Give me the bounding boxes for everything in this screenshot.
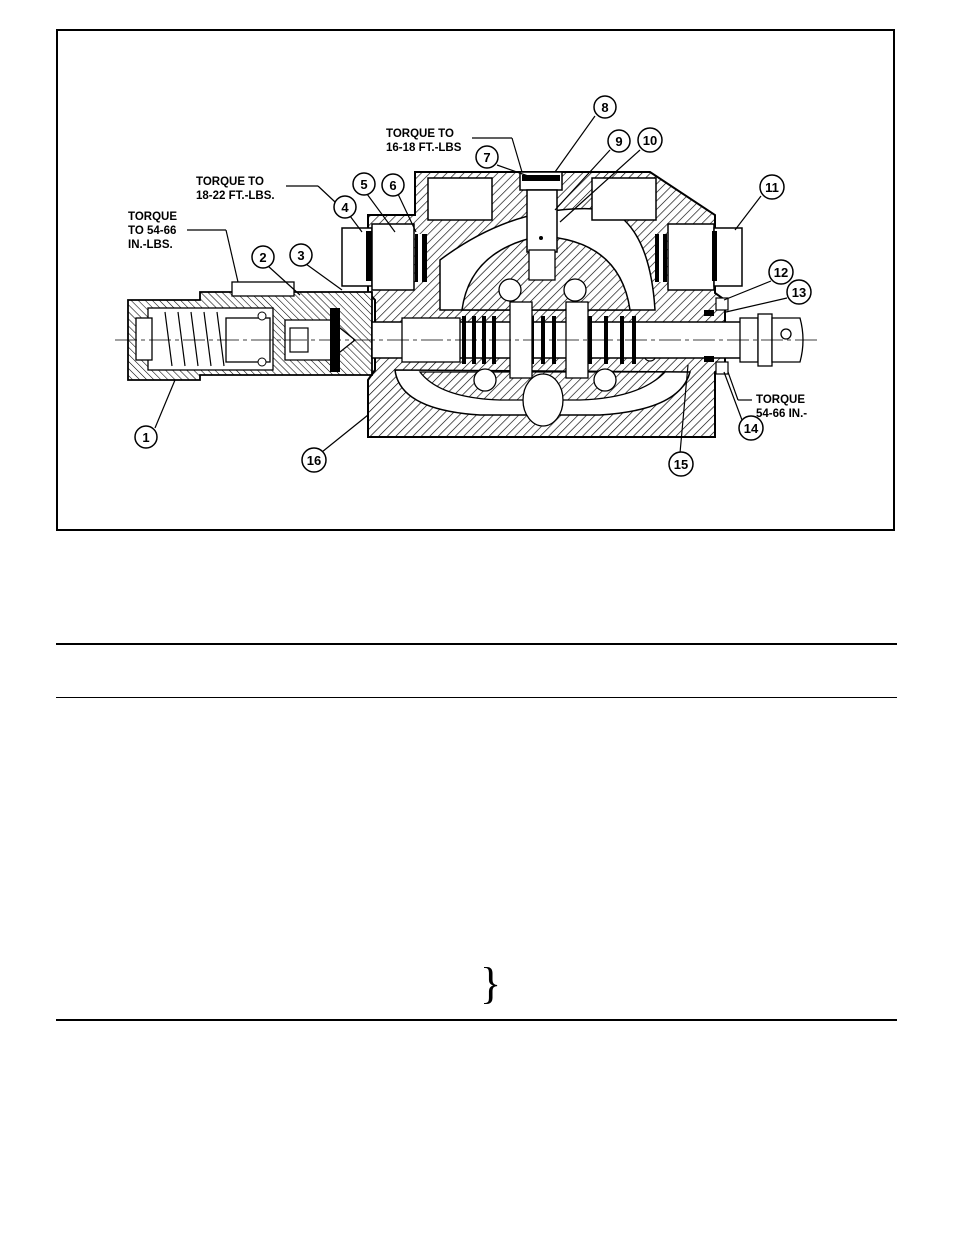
torque-note-seal-retainer: TORQUE 54-66 IN.- <box>756 394 807 420</box>
spring-cap-assembly <box>127 281 373 381</box>
callout-5: 5 <box>352 172 376 196</box>
callout-11: 11 <box>759 174 785 200</box>
callout-13: 13 <box>786 279 812 305</box>
svg-text:54-66 IN.-: 54-66 IN.- <box>756 408 807 420</box>
callout-4: 4 <box>333 195 357 219</box>
leader-lines <box>154 115 788 454</box>
svg-text:18-22 FT.-LBS.: 18-22 FT.-LBS. <box>196 190 275 202</box>
section-rule-top <box>56 643 897 645</box>
callout-14: 14 <box>738 415 764 441</box>
brace-symbol: } <box>480 959 502 1008</box>
svg-text:10: 10 <box>643 133 657 148</box>
callout-9: 9 <box>607 129 631 153</box>
left-port-plug <box>341 223 427 291</box>
svg-text:1: 1 <box>142 430 149 445</box>
svg-text:8: 8 <box>601 100 608 115</box>
svg-text:TORQUE: TORQUE <box>128 211 177 223</box>
callout-12: 12 <box>768 259 794 285</box>
svg-text:14: 14 <box>744 421 759 436</box>
callout-16: 16 <box>301 447 327 473</box>
callout-6: 6 <box>381 173 405 197</box>
valve-cross-section-diagram: 1 2 3 4 5 6 7 8 9 10 11 12 13 14 15 16 T… <box>115 95 820 477</box>
callout-2: 2 <box>251 245 275 269</box>
svg-text:TO 54-66: TO 54-66 <box>128 225 176 237</box>
valve-body <box>367 171 726 438</box>
svg-text:9: 9 <box>615 134 622 149</box>
svg-text:11: 11 <box>765 180 779 195</box>
svg-text:6: 6 <box>389 178 396 193</box>
svg-text:12: 12 <box>774 265 788 280</box>
svg-text:2: 2 <box>259 250 266 265</box>
svg-text:7: 7 <box>483 150 490 165</box>
svg-text:13: 13 <box>792 285 806 300</box>
spool <box>115 297 820 379</box>
callout-7: 7 <box>475 145 499 169</box>
svg-text:TORQUE TO: TORQUE TO <box>196 176 264 188</box>
svg-text:TORQUE: TORQUE <box>756 394 805 406</box>
torque-note-port-plug: TORQUE TO 18-22 FT.-LBS. <box>196 176 275 202</box>
section-rule-middle <box>56 697 897 698</box>
svg-text:5: 5 <box>360 177 367 192</box>
svg-text:4: 4 <box>341 200 349 215</box>
svg-text:IN.-LBS.: IN.-LBS. <box>128 239 173 251</box>
figure-frame <box>56 29 895 531</box>
callout-1: 1 <box>134 425 158 449</box>
callout-8: 8 <box>593 95 617 119</box>
torque-note-spring-cap: TORQUE TO 54-66 IN.-LBS. <box>128 211 177 251</box>
callout-15: 15 <box>668 451 694 477</box>
torque-note-relief-valve: TORQUE TO 16-18 FT.-LBS <box>386 128 462 154</box>
svg-text:3: 3 <box>297 248 304 263</box>
svg-text:16: 16 <box>307 453 321 468</box>
svg-text:16-18 FT.-LBS: 16-18 FT.-LBS <box>386 142 462 154</box>
svg-text:TORQUE TO: TORQUE TO <box>386 128 454 140</box>
section-rule-bottom <box>56 1019 897 1021</box>
right-port-plug <box>655 223 743 291</box>
svg-text:15: 15 <box>674 457 688 472</box>
callout-10: 10 <box>637 127 663 153</box>
callout-3: 3 <box>289 243 313 267</box>
